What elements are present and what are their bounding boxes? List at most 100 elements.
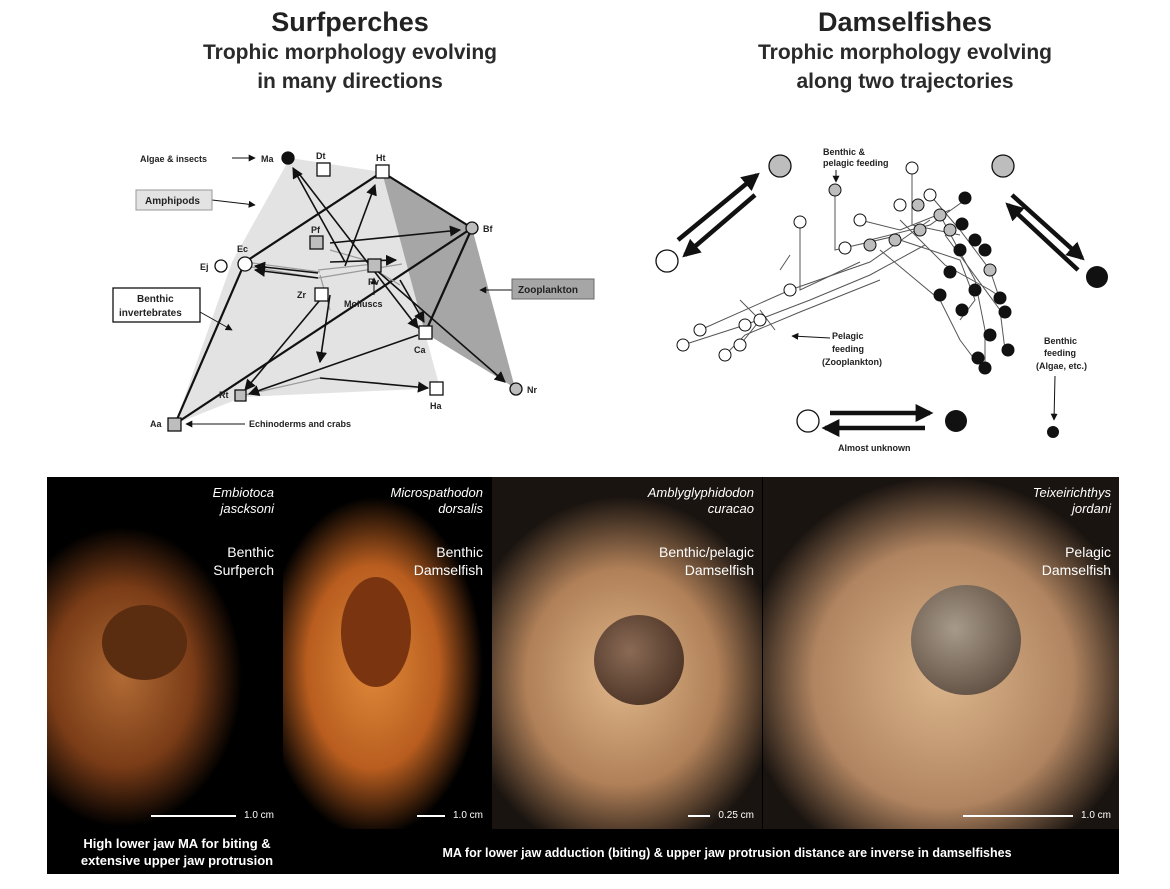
species-node: [693, 323, 707, 337]
eye: [911, 585, 1021, 695]
species-node: [983, 263, 997, 277]
node-Ha: [429, 381, 444, 396]
species-node: [718, 348, 732, 362]
benthic-invertebrates-label-line2: invertebrates: [119, 308, 182, 319]
damselfish-species-nodes: [676, 161, 1015, 375]
species-node: [783, 283, 797, 297]
label-Ma: Ma: [261, 154, 274, 164]
species-node: [978, 361, 992, 375]
label-Pf: Pf: [311, 225, 321, 235]
amphipods-box: [135, 189, 213, 211]
species-node: [1001, 343, 1015, 357]
scale-bar: 1.0 cm: [150, 810, 274, 821]
algae-insects-label: Algae & insects: [140, 154, 207, 164]
benthic-label-line1: Benthic: [1044, 336, 1077, 346]
species-node: [953, 243, 967, 257]
node-Dt: [316, 162, 331, 177]
intermediate-endpoint-left: [768, 154, 792, 178]
species-node: [978, 243, 992, 257]
eye: [594, 615, 684, 705]
hull-edge: [173, 261, 247, 425]
pelagic-label-line3: (Zooplankton): [822, 357, 882, 367]
zooplankton-label: Zooplankton: [518, 285, 578, 296]
species-node: [983, 328, 997, 342]
almost-unknown-label: Almost unknown: [838, 443, 911, 453]
trajectory-arrows: [244, 167, 506, 396]
species-node: [676, 338, 690, 352]
echinoderms-label: Echinoderms and crabs: [249, 419, 351, 429]
label-Dt: Dt: [316, 151, 326, 161]
benthic-pelagic-label-line2: pelagic feeding: [823, 158, 889, 168]
node-Ej: [214, 259, 228, 273]
node-Rt: [234, 389, 247, 402]
species-node: [853, 213, 867, 227]
damselfishes-subtitle-line2: along two trajectories: [796, 70, 1014, 93]
label-Ec: Ec: [237, 244, 248, 254]
pointer: [791, 332, 831, 340]
species-node: [955, 217, 969, 231]
label-Bf: Bf: [483, 224, 493, 234]
species-node: [828, 183, 842, 197]
pelagic-endpoint-large: [655, 249, 679, 273]
benthic-endpoint-bottom: [945, 410, 967, 432]
eye-socket: [341, 577, 411, 687]
species-node: [838, 241, 852, 255]
node-Aa: [167, 417, 182, 432]
species-node: [955, 303, 969, 317]
eye-socket: [102, 605, 187, 680]
scale-bar: 1.0 cm: [416, 810, 483, 821]
damselfish-caption: MA for lower jaw adduction (biting) & up…: [442, 846, 1012, 860]
label-Ht: Ht: [376, 153, 386, 163]
intermediate-endpoint-right: [991, 154, 1015, 178]
label-pointers: [185, 154, 512, 428]
label-Nr: Nr: [527, 385, 537, 395]
node-Ec: [237, 256, 253, 272]
trajectory-arrows: [676, 172, 1085, 437]
benthic-pelagic-label-line1: Benthic &: [823, 147, 866, 157]
species-node: [971, 351, 985, 365]
damselfishes-title: Damselfishes: [817, 7, 993, 37]
pelagic-label-line1: Pelagic: [832, 331, 864, 341]
surfperches-header: Surfperches Trophic morphology evolving …: [130, 6, 570, 96]
damselfishes-header: Damselfishes Trophic morphology evolving…: [685, 6, 1125, 96]
species-node: [933, 288, 947, 302]
species-node: [998, 305, 1012, 319]
pointer: [1050, 375, 1058, 421]
species-node: [753, 313, 767, 327]
damselfishes-subtitle-line1: Trophic morphology evolving: [757, 41, 1053, 64]
label-Ca: Ca: [414, 345, 426, 355]
species-node: [733, 338, 747, 352]
node-Nr: [509, 382, 523, 396]
scale-bar: 0.25 cm: [688, 810, 754, 821]
species-node: [893, 198, 907, 212]
species-node: [863, 238, 877, 252]
species-node: [911, 198, 925, 212]
surfperches-subtitle-line2: in many directions: [257, 70, 443, 93]
species-node: [958, 191, 972, 205]
node-Pv: [367, 258, 382, 273]
zooplankton-box: [511, 278, 595, 300]
label-Pv: Pv: [368, 277, 379, 287]
surfperch-nodes: [167, 151, 523, 432]
scale-bar: 1.0 cm: [962, 810, 1111, 821]
label-Zr: Zr: [297, 290, 306, 300]
node-Bf: [465, 221, 479, 235]
species-node: [968, 233, 982, 247]
species-node: [738, 318, 752, 332]
node-Ca: [418, 325, 433, 340]
benthic-label-line3: (Algae, etc.): [1036, 361, 1087, 371]
label-Aa: Aa: [150, 419, 162, 429]
label-Ej: Ej: [200, 262, 209, 272]
species-node: [943, 265, 957, 279]
